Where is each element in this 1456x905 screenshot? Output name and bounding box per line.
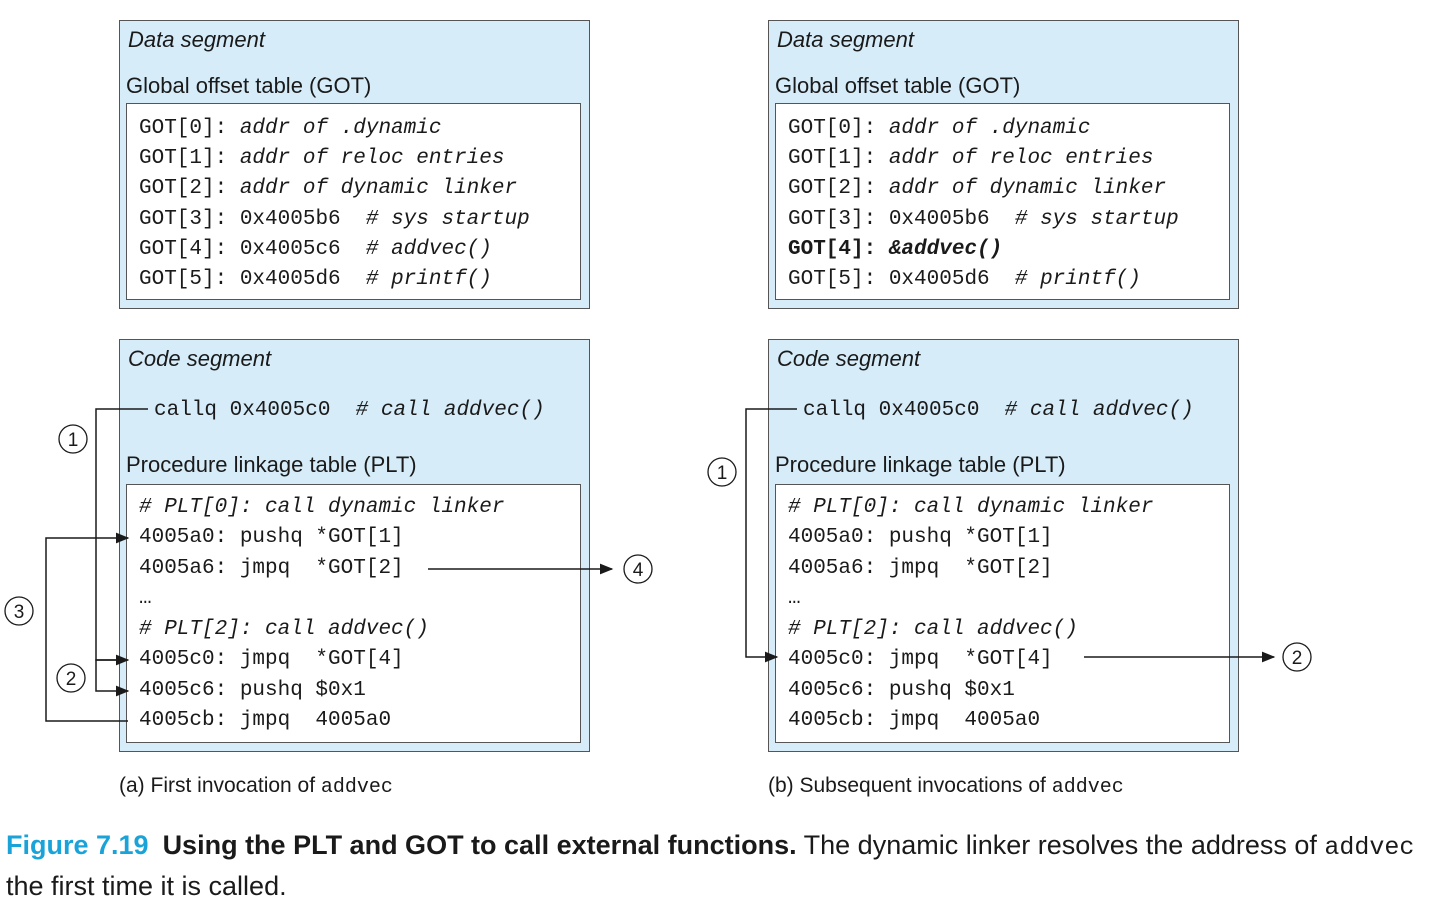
plt-line: 4005a6: jmpq *GOT[2] [788, 557, 1053, 580]
plt-line: 4005cb: jmpq 4005a0 [788, 709, 1041, 732]
got-line: GOT[5]: 0x4005d6 # printf() [139, 268, 492, 291]
svg-text:3: 3 [14, 602, 25, 623]
plt-line: 4005a6: jmpq *GOT[2] [139, 557, 404, 580]
plt-line: 4005c0: jmpq *GOT[4] [788, 648, 1053, 671]
got-line: GOT[2]: addr of dynamic linker [139, 177, 518, 200]
got-table-a: GOT[0]: addr of .dynamic GOT[1]: addr of… [126, 103, 581, 300]
step-marker-1-b: 1 [707, 457, 737, 487]
svg-text:2: 2 [66, 669, 77, 690]
data-segment-title: Data segment [777, 27, 914, 52]
callq-instruction: callq 0x4005c0 # call addvec() [154, 399, 545, 422]
got-line: GOT[1]: addr of reloc entries [139, 147, 505, 170]
plt-line: 4005c0: jmpq *GOT[4] [139, 648, 404, 671]
figure-code: addvec [1324, 833, 1415, 862]
code-segment-b: Code segment callq 0x4005c0 # call addve… [768, 339, 1239, 752]
arrow-step-2-a [95, 659, 130, 697]
plt-line: 4005a0: pushq *GOT[1] [139, 526, 404, 549]
plt-line: 4005a0: pushq *GOT[1] [788, 526, 1053, 549]
data-segment-a: Data segment Global offset table (GOT) G… [119, 20, 590, 309]
figure-text-end: the first time it is called. [6, 871, 287, 901]
code-segment-title: Code segment [128, 346, 272, 371]
got-line: GOT[3]: 0x4005b6 # sys startup [788, 208, 1179, 231]
plt-line: … [788, 587, 801, 610]
plt-line: 4005c6: pushq $0x1 [139, 679, 366, 702]
step-marker-4-a: 4 [623, 554, 653, 584]
step-marker-3-a: 3 [4, 596, 34, 626]
step-marker-1-a: 1 [58, 424, 88, 454]
plt-table-a: # PLT[0]: call dynamic linker 4005a0: pu… [126, 484, 581, 743]
plt-line: # PLT[2]: call addvec() [788, 618, 1078, 641]
plt-table-b: # PLT[0]: call dynamic linker 4005a0: pu… [775, 484, 1230, 743]
subcaption-a: (a) First invocation of addvec [119, 774, 393, 799]
got-line: GOT[1]: addr of reloc entries [788, 147, 1154, 170]
got-title: Global offset table (GOT) [126, 73, 372, 98]
got-line: GOT[0]: addr of .dynamic [139, 117, 442, 140]
plt-line: 4005c6: pushq $0x1 [788, 679, 1015, 702]
svg-text:4: 4 [633, 560, 644, 581]
plt-title: Procedure linkage table (PLT) [775, 452, 1066, 477]
figure-caption: Figure 7.19 Using the PLT and GOT to call… [6, 826, 1446, 905]
svg-text:1: 1 [68, 430, 79, 451]
got-line: GOT[5]: 0x4005d6 # printf() [788, 268, 1141, 291]
callq-instruction: callq 0x4005c0 # call addvec() [803, 399, 1194, 422]
figure-text: The dynamic linker resolves the address … [796, 830, 1325, 860]
plt-line: # PLT[0]: call dynamic linker [788, 496, 1154, 519]
got-line: GOT[0]: addr of .dynamic [788, 117, 1091, 140]
got-line-resolved: GOT[4]: &addvec() [788, 238, 1003, 261]
plt-line: # PLT[2]: call addvec() [139, 618, 429, 641]
code-segment-title: Code segment [777, 346, 921, 371]
svg-text:1: 1 [717, 463, 728, 484]
got-line: GOT[4]: 0x4005c6 # addvec() [139, 238, 492, 261]
arrow-step-1-b [745, 408, 797, 663]
figure-number: Figure 7.19 [6, 830, 149, 860]
got-title: Global offset table (GOT) [775, 73, 1021, 98]
step-marker-2-a: 2 [56, 663, 86, 693]
step-marker-2-b: 2 [1282, 642, 1312, 672]
got-table-b: GOT[0]: addr of .dynamic GOT[1]: addr of… [775, 103, 1230, 300]
svg-text:2: 2 [1292, 648, 1303, 669]
plt-line: # PLT[0]: call dynamic linker [139, 496, 505, 519]
data-segment-b: Data segment Global offset table (GOT) G… [768, 20, 1239, 309]
data-segment-title: Data segment [128, 27, 265, 52]
plt-title: Procedure linkage table (PLT) [126, 452, 417, 477]
subcaption-b: (b) Subsequent invocations of addvec [768, 774, 1124, 799]
arrow-step-3-a [45, 532, 130, 722]
got-line: GOT[2]: addr of dynamic linker [788, 177, 1167, 200]
got-line: GOT[3]: 0x4005b6 # sys startup [139, 208, 530, 231]
arrow-step-1-a [95, 408, 148, 666]
figure-title: Using the PLT and GOT to call external f… [162, 830, 797, 860]
plt-line: 4005cb: jmpq 4005a0 [139, 709, 392, 732]
plt-line: … [139, 587, 152, 610]
code-segment-a: Code segment callq 0x4005c0 # call addve… [119, 339, 590, 752]
